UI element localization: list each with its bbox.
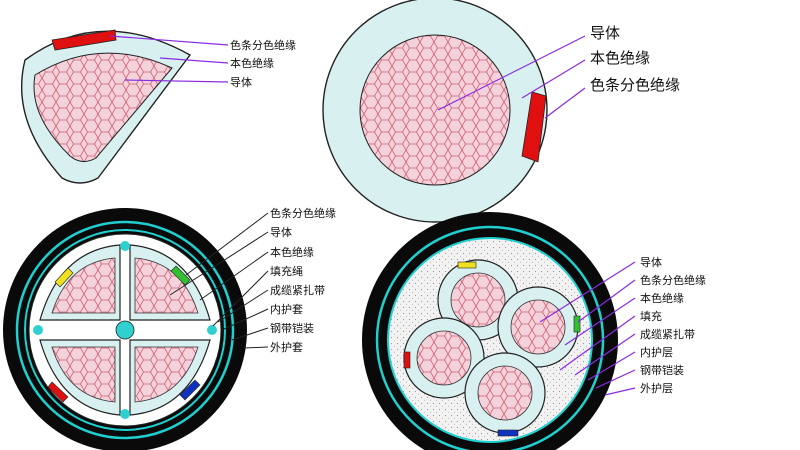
sector-conductor-diagram: 色条分色绝缘 本色绝缘 导体 bbox=[20, 29, 296, 184]
four-core-leader-1 bbox=[185, 212, 269, 276]
four-core-label-inner-sheath: 内护套 bbox=[270, 302, 303, 316]
four-core-filler-bottom bbox=[120, 409, 130, 419]
four-core-stripe-blue bbox=[179, 379, 201, 401]
round-color-stripe bbox=[521, 91, 547, 163]
sector-leader-insulation bbox=[159, 57, 229, 64]
round-conductor-diagram: 导体 本色绝缘 色条分色绝缘 bbox=[322, 0, 680, 223]
sector-leader-conductor bbox=[124, 79, 229, 83]
round-label-color-insulation: 色条分色绝缘 bbox=[590, 76, 680, 94]
round-multi-label-color-insulation: 色条分色绝缘 bbox=[640, 273, 706, 287]
four-core-label-plain-insulation: 本色绝缘 bbox=[270, 245, 314, 259]
four-core-label-filler-rope: 填充绳 bbox=[270, 264, 303, 278]
four-core-filler-left bbox=[33, 325, 43, 335]
round-multi-label-filler: 填充 bbox=[640, 309, 662, 323]
four-core-inner-sheath-ring bbox=[24, 229, 226, 431]
four-core-label-outer-sheath: 外护套 bbox=[270, 340, 303, 354]
four-core-filler-center bbox=[115, 320, 135, 340]
four-core-leader-7 bbox=[231, 327, 269, 341]
round-multi-label-conductor: 导体 bbox=[640, 255, 662, 269]
round-multi-stripe-yellow bbox=[457, 261, 477, 269]
sector-label-plain-insulation: 本色绝缘 bbox=[230, 56, 274, 70]
sector-label-color-insulation: 色条分色绝缘 bbox=[230, 38, 296, 52]
round-multi-leader-3 bbox=[564, 297, 636, 346]
four-core-label-binding-tape: 成缆紧扎带 bbox=[270, 283, 325, 297]
round-multi-leader-5 bbox=[574, 333, 636, 376]
round-leader-stripe bbox=[544, 87, 586, 119]
four-core-leader-2 bbox=[169, 231, 269, 296]
round-multi-stripe-green bbox=[573, 315, 581, 333]
four-core-armour bbox=[15, 220, 235, 440]
round-multi-leader-2 bbox=[577, 279, 636, 323]
round-multi-label-binding-tape: 成缆紧扎带 bbox=[640, 327, 695, 341]
four-core-leader-6 bbox=[221, 308, 269, 331]
round-multi-label-inner-sheath: 内护层 bbox=[640, 345, 673, 359]
four-core-stripe-yellow bbox=[54, 267, 74, 288]
sector-leader-stripe bbox=[109, 35, 229, 46]
four-core-label-color-insulation: 色条分色绝缘 bbox=[270, 206, 336, 220]
round-multi-leader-8 bbox=[604, 387, 636, 396]
round-multi-leader-7 bbox=[595, 369, 636, 389]
four-core-filler-top bbox=[120, 241, 130, 251]
four-core-leader-5 bbox=[217, 289, 269, 323]
four-core-stripe-red bbox=[47, 381, 69, 403]
round-multi-core-cable-diagram: 导体 色条分色绝缘 本色绝缘 填充 成缆紧扎带 内护层 钢带铠装 外护层 bbox=[362, 212, 706, 450]
four-core-leader-4 bbox=[212, 270, 269, 327]
four-core-cable-diagram: 色条分色绝缘 导体 本色绝缘 填充绳 成缆紧扎带 内护套 钢带铠装 外护套 bbox=[3, 206, 336, 450]
round-multi-label-outer-sheath: 外护层 bbox=[640, 381, 673, 395]
round-leader-conductor bbox=[437, 35, 586, 111]
round-multi-leader-6 bbox=[587, 351, 636, 381]
round-multi-leader-4 bbox=[559, 315, 636, 371]
round-multi-leader-1 bbox=[539, 261, 636, 323]
sector-label-conductor: 导体 bbox=[230, 75, 252, 89]
four-core-label-conductor: 导体 bbox=[270, 225, 292, 239]
four-core-leader-8 bbox=[243, 346, 269, 349]
round-multi-armour bbox=[375, 225, 605, 450]
round-multi-stripe-red bbox=[403, 351, 411, 369]
four-core-label-steel-armour: 钢带铠装 bbox=[270, 321, 314, 335]
round-conductor bbox=[359, 34, 511, 186]
round-multi-label-plain-insulation: 本色绝缘 bbox=[640, 291, 684, 305]
sector-color-stripe bbox=[51, 29, 117, 51]
round-label-conductor: 导体 bbox=[590, 24, 620, 42]
four-core-conductor-bottom-right bbox=[134, 346, 199, 403]
four-core-filler-right bbox=[207, 325, 217, 335]
round-multi-core-bottom bbox=[464, 352, 546, 434]
round-multi-core-left bbox=[403, 317, 485, 399]
round-multi-core-right bbox=[497, 286, 579, 368]
four-core-leader-3 bbox=[199, 251, 269, 301]
four-core-conductor-bottom-left bbox=[51, 346, 116, 403]
round-multi-stripe-blue bbox=[497, 429, 519, 437]
four-core-conductor-top-left bbox=[51, 257, 116, 314]
round-label-plain-insulation: 本色绝缘 bbox=[590, 49, 650, 67]
round-multi-label-steel-armour: 钢带铠装 bbox=[640, 363, 684, 377]
round-leader-insulation bbox=[521, 59, 586, 99]
